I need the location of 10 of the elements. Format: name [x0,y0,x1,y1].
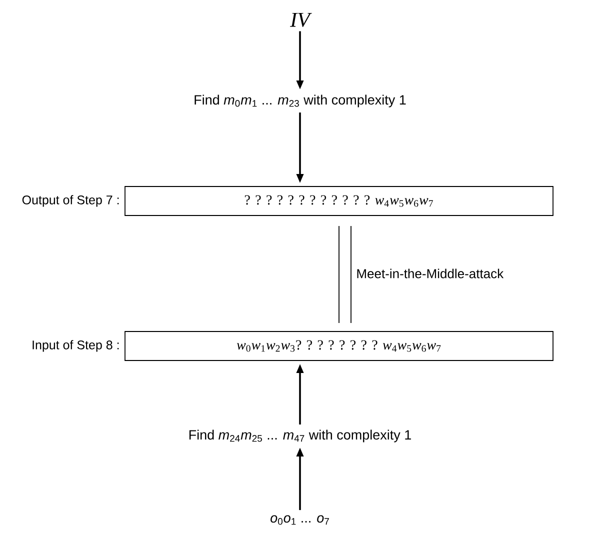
double-line [338,226,352,324]
variable-label: IV [290,12,312,28]
step-label: Find m$_{24}$m$_{25}$ ... m$_{47}$ with complexity 1 [189,430,411,442]
state-box: ? ? ? ? ? ? ? ? ? ? ? ? w$_{4}$w$_{5}$w$_{6}$w$_{7}$ [124,186,554,216]
edge-label: Meet-in-the-Middle-attack [355,268,505,280]
variable-label: o$_{0}$o$_{1}$ ... o$_{7}$ [270,515,329,525]
box-heading: Input of Step 8 : [32,340,119,352]
state-box: w$_{0}$w$_{1}$w$_{2}$w$_{3}$? ? ? ? ? ? ? ? w$_{4}$w$_{5}$w$_{6}$w$_{7}$ [124,331,554,361]
box-heading: Output of Step 7 : [22,195,119,207]
step-label: Find m$_{0}$m$_{1}$ ... m$_{23}$ with complexity 1 [194,94,406,108]
